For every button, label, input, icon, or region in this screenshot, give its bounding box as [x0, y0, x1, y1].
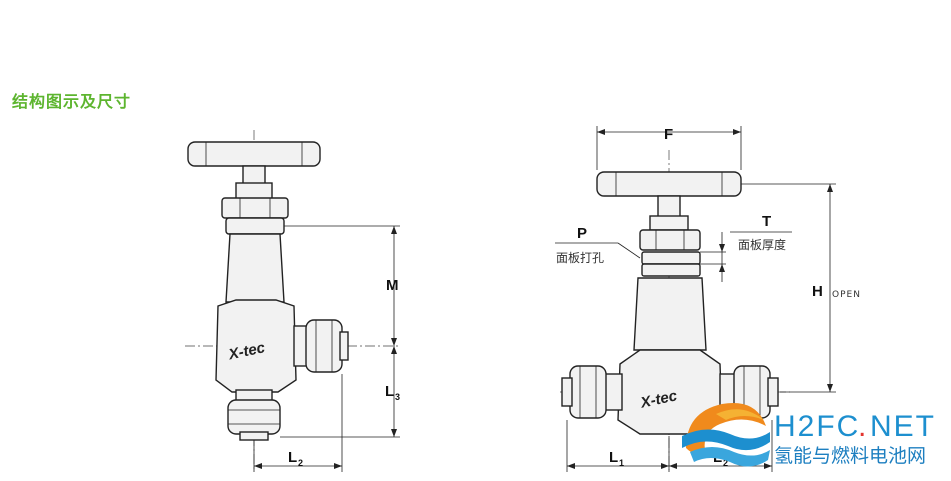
- watermark-subtitle: 氢能与燃料电池网: [774, 445, 926, 467]
- panel-thickness-note: 面板厚度: [738, 237, 786, 252]
- straight-valve-drawing: X-tec F H OPEN P 面板打孔 T 面板厚度: [555, 126, 861, 472]
- dimension-h-label: H: [812, 283, 823, 300]
- dimension-l2-right-subscript: 2: [723, 458, 728, 468]
- dimension-l2-left-label: L: [288, 449, 297, 466]
- watermark-logo-icon: [682, 402, 770, 467]
- dimension-l1-subscript: 1: [619, 458, 624, 468]
- section-title: 结构图示及尺寸: [12, 92, 132, 111]
- angle-valve-drawing: X-tec M L 3 L 2: [185, 130, 400, 472]
- dimension-f-label: F: [664, 126, 673, 143]
- watermark-site-prefix: H2FC: [774, 410, 860, 443]
- watermark: H2FC . NET 氢能与燃料电池网: [682, 402, 936, 467]
- panel-hole-note: 面板打孔: [556, 251, 604, 265]
- watermark-site-dot: .: [858, 410, 866, 443]
- dimension-p-label: P: [577, 225, 587, 242]
- dimension-l2-left-subscript: 2: [298, 458, 303, 468]
- dimension-l3-label: L: [385, 383, 394, 400]
- dimension-l3-subscript: 3: [395, 392, 400, 402]
- watermark-site-suffix: NET: [870, 410, 936, 443]
- dimension-l1-label: L: [609, 449, 618, 466]
- dimension-h-open-note: OPEN: [832, 290, 861, 300]
- dimension-t-label: T: [762, 213, 771, 230]
- dimension-m-label: M: [386, 277, 399, 294]
